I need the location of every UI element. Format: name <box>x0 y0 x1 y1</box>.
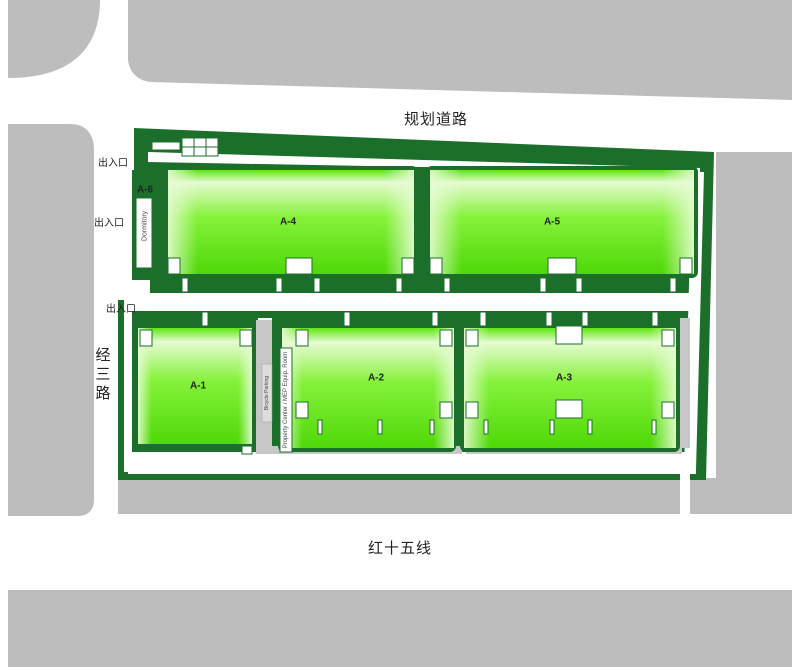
internal-road-middle <box>126 293 692 311</box>
building-a4[interactable] <box>164 166 418 293</box>
building-a1[interactable] <box>134 311 256 455</box>
internal-road-west <box>124 166 132 472</box>
road-label-west: 经三路 <box>95 347 111 402</box>
gate-label-south: 出入口 <box>106 304 136 315</box>
block-south-strip <box>118 478 680 514</box>
building-a4-label: A-4 <box>279 216 297 228</box>
south-exit-road <box>680 470 690 514</box>
pad-a3-east <box>680 318 690 448</box>
gate-label-north: 出入口 <box>98 158 128 169</box>
block-top-left <box>8 0 100 78</box>
block-right <box>716 152 792 514</box>
property-center-label: Property Center / MEP Equip. Room <box>283 351 289 449</box>
building-a5[interactable] <box>426 166 698 293</box>
road-label-north: 规划道路 <box>404 111 469 128</box>
internal-road-south <box>128 452 696 474</box>
building-a6-label: A-6 <box>136 184 154 196</box>
building-a6-subtitle: Dormitory <box>141 210 149 242</box>
small-structure-1 <box>151 141 181 151</box>
bicycle-parking <box>261 363 273 423</box>
building-a3-label: A-3 <box>555 372 573 384</box>
bicycle-parking-label: Bicycle Parking <box>264 375 270 411</box>
block-left <box>8 124 94 516</box>
block-bottom <box>8 590 792 667</box>
building-a2[interactable] <box>278 311 456 453</box>
road-label-south: 红十五线 <box>368 540 433 557</box>
block-south-strip-right <box>690 478 792 514</box>
block-top-right <box>128 0 792 100</box>
building-a5-label: A-5 <box>543 216 561 228</box>
building-a2-label: A-2 <box>367 372 385 384</box>
building-a1-label: A-1 <box>189 380 207 392</box>
building-a3[interactable] <box>460 311 680 452</box>
building-a6[interactable] <box>132 176 156 272</box>
gate-label-middle: 出入口 <box>94 218 124 229</box>
